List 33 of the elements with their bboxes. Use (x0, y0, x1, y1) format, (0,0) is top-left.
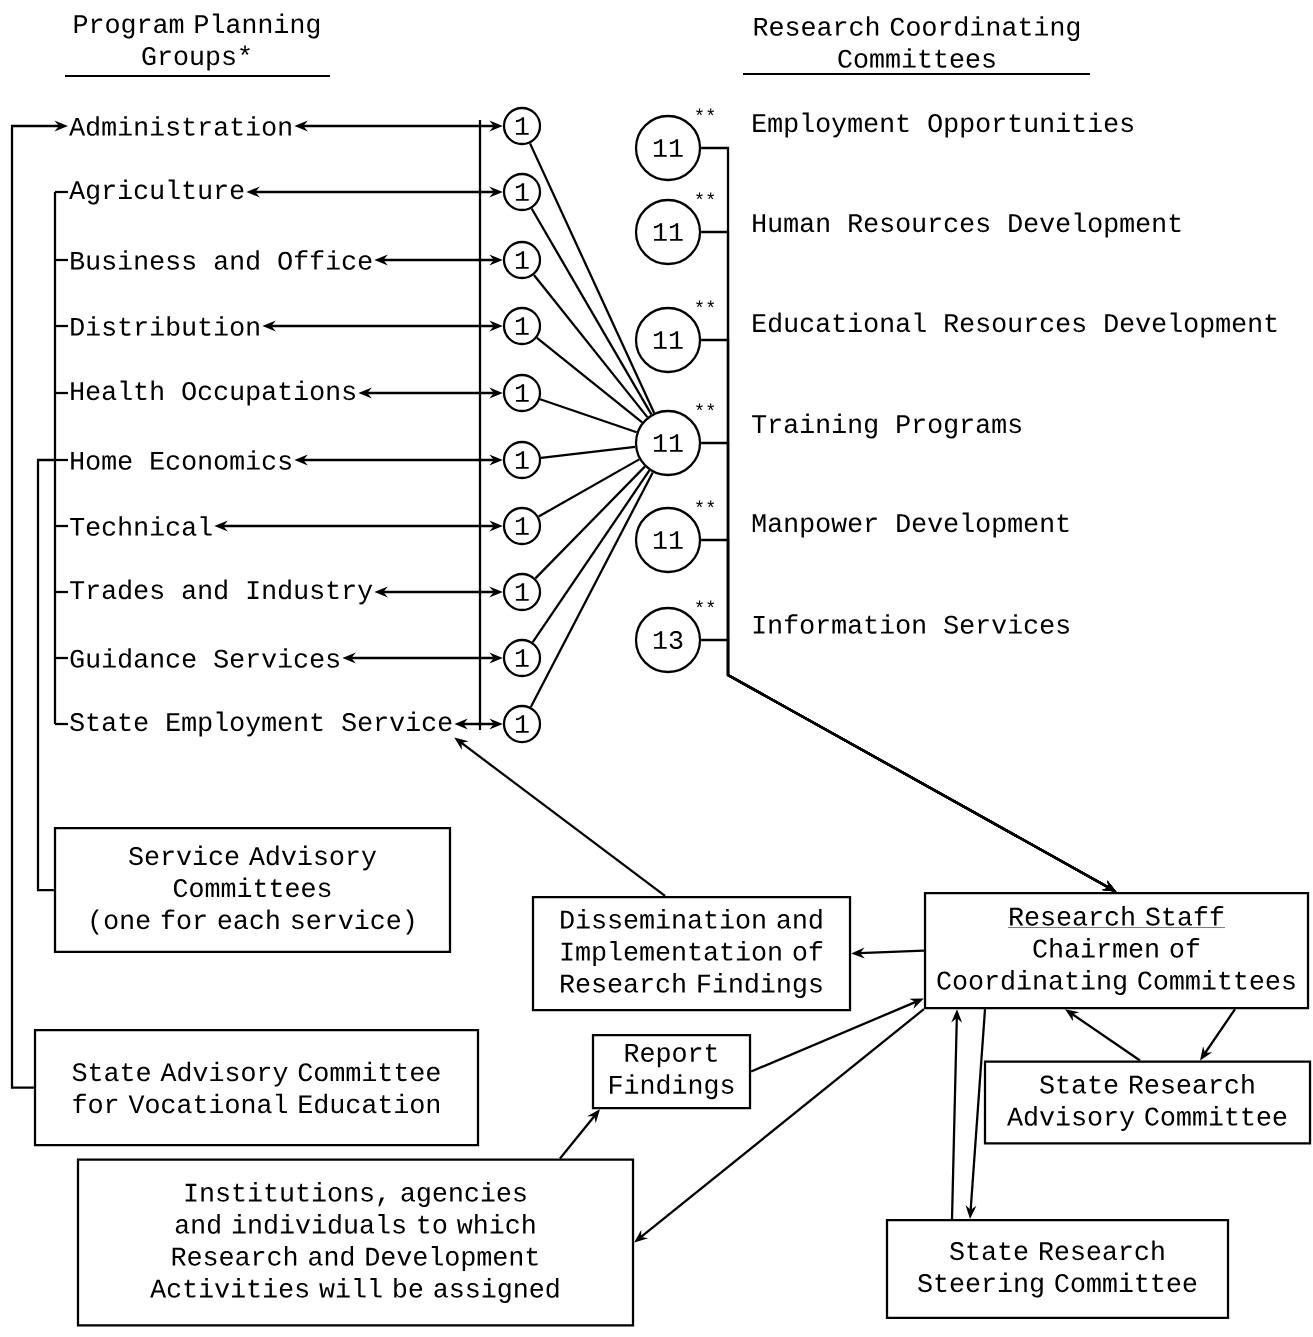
committee-box: State Advisory Committee for Vocational Education (33, 1028, 480, 1147)
group-label: Distribution (71, 316, 259, 336)
committee-label: Employment Opportunities (753, 112, 1133, 138)
committee-box: State Research Advisory Committee (983, 1060, 1312, 1145)
group-label: Agriculture (69, 179, 244, 205)
committee-label: Information Services (753, 614, 1069, 634)
column-heading: Research Coordinating Committees (742, 16, 1091, 75)
footnote-mark: ** (696, 500, 715, 508)
group-label: State Employment Service (70, 711, 452, 737)
committee-box: Service Advisory Committees (one for each service) (53, 826, 452, 954)
committee-box: Research Staff Chairmen of Coordinating Committees (923, 891, 1310, 1010)
column-heading: Program Planning Groups* (64, 13, 331, 77)
group-label: Business and Office (71, 250, 372, 270)
group-label: Health Occupations (71, 380, 355, 406)
committee-box: Dissemination and Implementation of Research Findings (531, 895, 852, 1012)
committee-label: Manpower Development (752, 512, 1069, 538)
footnote-mark: ** (696, 300, 715, 308)
committee-box: Report Findings (591, 1033, 752, 1110)
group-label: Guidance Services (70, 648, 339, 668)
group-label: Technical (70, 516, 212, 536)
group-label: Trades and Industry (70, 579, 373, 605)
group-label: Home Economics (71, 450, 291, 470)
committee-box: State Research Steering Committee (885, 1218, 1230, 1320)
committee-label: Training Programs (752, 413, 1021, 439)
group-label: Administration (69, 116, 291, 136)
committee-label: Educational Resources Development (753, 312, 1277, 338)
footnote-mark: ** (696, 108, 715, 116)
footnote-mark: ** (696, 600, 715, 608)
bracket-line (36, 190, 68, 892)
committee-box: Institutions, agencies and individuals to which Research and Development Activities will be assigned (76, 1158, 635, 1327)
committee-label: Human Resources Development (753, 212, 1181, 238)
footnote-mark: ** (696, 192, 715, 200)
footnote-mark: ** (696, 403, 715, 411)
